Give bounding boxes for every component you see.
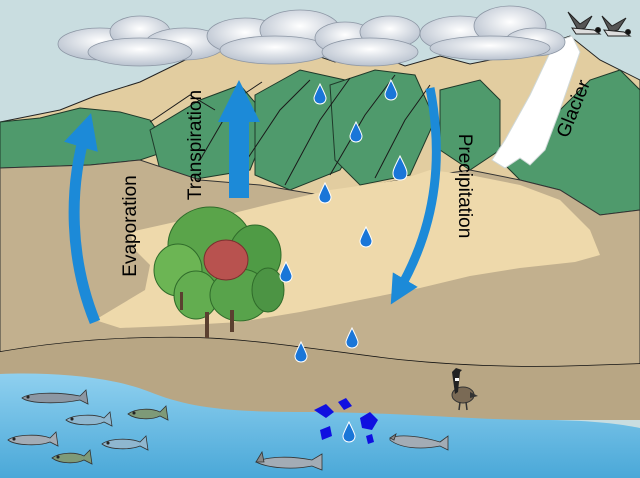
fish-icon bbox=[255, 450, 323, 471]
transpiration-arrow bbox=[218, 80, 260, 198]
cloud-icon bbox=[314, 15, 421, 67]
precipitation-label: Precipitation bbox=[454, 134, 475, 239]
raindrop-icon bbox=[349, 120, 363, 143]
mountain-slopes bbox=[0, 69, 640, 216]
transpiration-label: Transpiration bbox=[185, 90, 206, 200]
glacier bbox=[491, 35, 581, 169]
raindrop-icon bbox=[345, 326, 359, 349]
fish-icon bbox=[65, 411, 113, 427]
tree-icon bbox=[153, 206, 285, 338]
raindrop-icon bbox=[359, 225, 373, 248]
evaporation-arrow bbox=[64, 113, 101, 325]
raindrop-icon bbox=[313, 82, 327, 105]
flying-geese bbox=[567, 11, 632, 37]
fish bbox=[7, 389, 449, 471]
raindrop-icon bbox=[342, 420, 356, 443]
lake bbox=[0, 373, 640, 478]
raindrop-icon bbox=[279, 260, 293, 283]
raindrops bbox=[279, 78, 408, 443]
fish-icon bbox=[101, 435, 149, 451]
water-splash bbox=[314, 398, 378, 444]
fish-icon bbox=[7, 431, 59, 447]
fish-icon bbox=[389, 433, 449, 451]
raindrop-icon bbox=[384, 78, 398, 101]
trees bbox=[153, 206, 285, 338]
raindrop-icon bbox=[392, 154, 408, 181]
bird-icon bbox=[567, 11, 602, 35]
ridge-lines bbox=[149, 74, 431, 186]
clouds bbox=[57, 5, 566, 67]
cloud-icon bbox=[419, 5, 566, 61]
raindrop-icon bbox=[318, 181, 332, 204]
precipitation-arrow bbox=[390, 87, 441, 305]
evaporation-label: Evaporation bbox=[120, 175, 141, 276]
cloud-icon bbox=[57, 15, 226, 67]
raindrop-icon bbox=[294, 340, 308, 363]
bird-icon bbox=[601, 15, 632, 37]
fish-icon bbox=[21, 389, 89, 405]
fish-icon bbox=[127, 405, 169, 421]
goose-icon bbox=[451, 368, 478, 411]
fish-icon bbox=[51, 449, 93, 465]
